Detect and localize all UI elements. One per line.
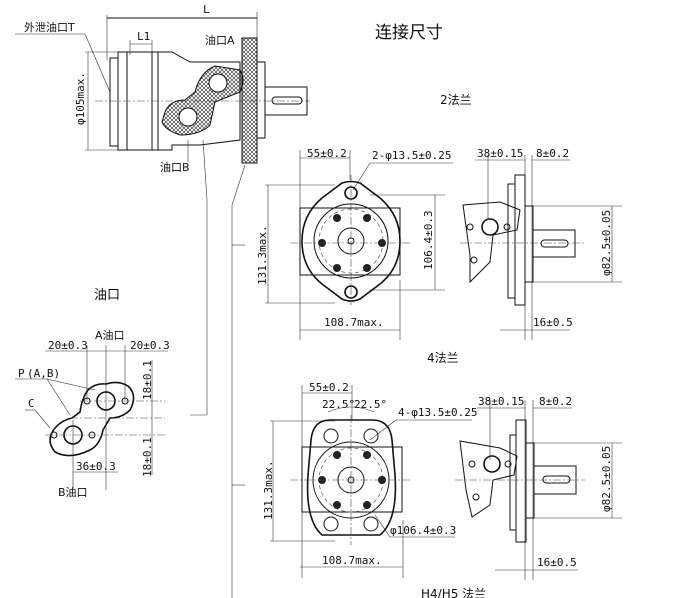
flange-4-angle-right: 22.5° <box>354 398 387 411</box>
flange-2-dim-16: 16±0.5 <box>533 316 573 329</box>
flange-4-angle-left: 22.5° <box>322 398 355 411</box>
mounting-flange-hatched <box>241 37 258 164</box>
flange-2-front-view: 55±0.2 2-φ13.5±0.25 131.3max. 106.4±0.3 … <box>256 147 453 340</box>
oil-port-a-label: A油口 <box>95 328 125 342</box>
oil-port-title: 油口 <box>94 288 120 303</box>
shaft <box>264 86 308 116</box>
oil-port-detail: 油口 A油口 20±0.3 20±0.3 P (A,B) C 18±0.1 18… <box>15 288 170 499</box>
oil-port-dim-36: 36±0.3 <box>76 460 116 473</box>
motor-side-view: L L1 外泄油口T 油口A φ105max. 油口B <box>15 3 310 598</box>
oil-port-dim-20-right: 20±0.3 <box>130 339 170 352</box>
flange-4-side-view: 38±0.15 8±0.2 φ82.5±0.05 16±0.5 <box>455 395 622 580</box>
oil-port-dim-18-top: 18±0.1 <box>141 360 154 400</box>
p-label: P <box>18 367 25 380</box>
flange-4-dim-16: 16±0.5 <box>537 556 577 569</box>
oil-port-b-label: B油口 <box>58 485 88 499</box>
port-a-hole <box>208 73 228 93</box>
oil-port-plate-outline <box>49 381 135 457</box>
port-b-label: 油口B <box>160 160 190 174</box>
flange-4-width: 108.7max. <box>322 554 382 567</box>
shaft-key <box>271 96 303 105</box>
flange-4-holes: 4-φ13.5±0.25 <box>398 406 477 419</box>
flange-2-pilot: φ82.5±0.05 <box>600 210 613 276</box>
length-label: L <box>203 3 210 16</box>
c-label: C <box>28 397 35 410</box>
port-a-label: 油口A <box>205 33 235 47</box>
flange-2-title: 2法兰 <box>440 93 472 107</box>
flange-2-outline <box>301 180 401 302</box>
flange-2-dim-38: 38±0.15 <box>477 147 523 160</box>
port-flange-hatched <box>161 65 244 136</box>
l1-label: L1 <box>137 30 150 43</box>
drain-port-label: 外泄油口T <box>24 20 75 34</box>
flange-2-side-view: 38±0.15 8±0.2 φ82.5±0.05 16±0.5 <box>460 147 622 340</box>
flange-2-width: 108.7max. <box>324 316 384 329</box>
oil-port-dim-20-left: 20±0.3 <box>48 339 88 352</box>
oil-port-dim-18-bottom: 18±0.1 <box>141 437 154 477</box>
flange-2-holes: 2-φ13.5±0.25 <box>372 149 451 162</box>
flange-4-title: 4法兰 <box>427 351 459 365</box>
diameter-label: φ105max. <box>74 72 87 125</box>
flange-4-dim-55: 55±0.2 <box>309 381 349 394</box>
leader-to-oil-port <box>190 139 208 416</box>
port-b-hole <box>178 107 198 127</box>
flange-4-dim-38: 38±0.15 <box>478 395 524 408</box>
flange-h4-h5-title: H4/H5 法兰 <box>421 587 486 598</box>
flange-2-height: 131.3max. <box>256 225 269 285</box>
leader-to-flanges <box>231 164 246 598</box>
end-cap <box>109 57 119 147</box>
flange-4-front-view: 55±0.2 22.5° 22.5° 4-φ13.5±0.25 131.3max… <box>262 381 477 578</box>
motor-body <box>117 51 241 151</box>
flange-4-pilot: φ82.5±0.05 <box>600 446 613 512</box>
flange-4-pcd: φ106.4±0.3 <box>390 524 456 537</box>
page-title: 连接尺寸 <box>375 23 443 43</box>
flange-4-height: 131.3max. <box>262 460 275 520</box>
p-subscript: (A,B) <box>27 367 60 380</box>
flange-4-dim-8: 8±0.2 <box>539 395 572 408</box>
flange-2-dim-55: 55±0.2 <box>307 147 347 160</box>
flange-2-dim-8: 8±0.2 <box>536 147 569 160</box>
flange-4-outline <box>306 419 397 536</box>
flange-2-pcd: 106.4±0.3 <box>422 210 435 270</box>
